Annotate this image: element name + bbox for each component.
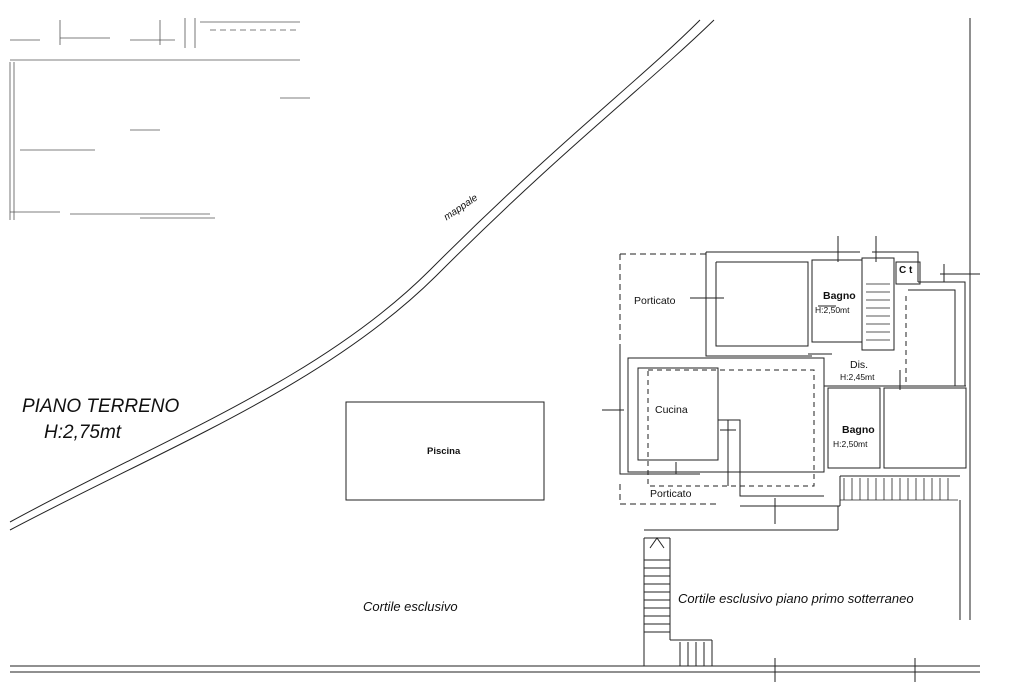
hall-height: H:2,45mt [840,372,875,382]
pool-outline [345,401,545,501]
property-boundary-curve [9,19,715,531]
sunken-court-walls [644,500,961,620]
porch-bottom-outline [619,484,720,505]
floor-height: H:2,75mt [44,422,122,443]
neighbour-building-fragment [9,18,310,220]
boiler-room-label: C t [899,265,913,276]
bathroom-1-height: H:2,50mt [815,305,850,315]
porch-label-top: Porticato [634,295,676,307]
interior-dashed-lines [647,296,907,487]
hall-label: Dis. [850,359,869,371]
courtyard-label: Cortile esclusivo [363,599,458,614]
bathroom-2-label: Bagno [842,424,875,436]
pool-label: Piscina [427,446,461,457]
bottom-boundary [10,658,980,682]
bathroom-2-height: H:2,50mt [833,439,868,449]
sunken-courtyard-label: Cortile esclusivo piano primo sotterrane… [678,591,914,606]
hatched-band [840,478,958,501]
house-walls [619,251,967,507]
wall-ticks [602,236,980,524]
floor-title: PIANO TERRENO [22,396,180,417]
interior-stairs [866,283,890,341]
kitchen-label: Cucina [655,404,688,416]
exterior-stair [643,537,713,666]
bathroom-1-label: Bagno [823,290,856,302]
porch-top-outline [619,253,706,344]
porch-label-bottom: Porticato [650,488,692,500]
